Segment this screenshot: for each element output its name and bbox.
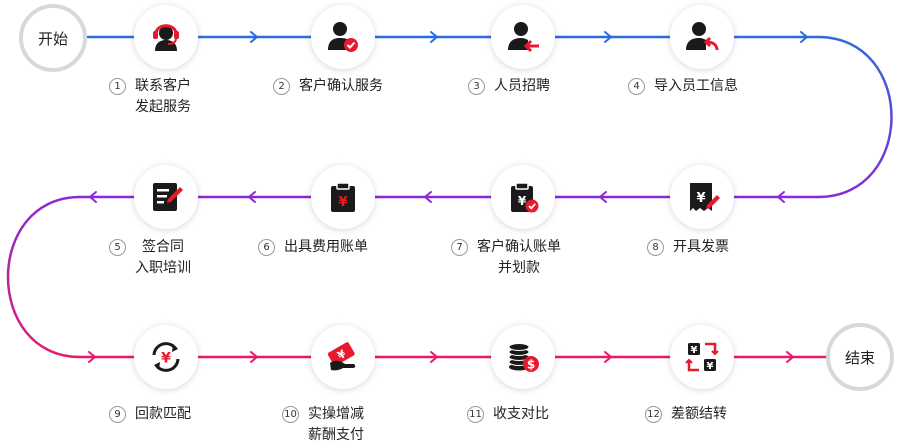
step-10-text-line2: 薪酬支付 xyxy=(308,427,364,443)
step-9-text: 回款匹配 xyxy=(135,406,191,422)
step-9-number: 9 xyxy=(109,406,126,423)
step-1-text-line2: 发起服务 xyxy=(135,99,191,115)
bill-confirm-icon: ¥ xyxy=(511,182,539,213)
step-8-number: 8 xyxy=(647,239,664,256)
step-6-label: 6 出具费用账单 xyxy=(258,237,368,258)
svg-text:¥: ¥ xyxy=(696,191,705,206)
svg-text:$: $ xyxy=(527,358,535,372)
user-check-icon xyxy=(328,22,358,52)
step-12-text: 差额结转 xyxy=(671,406,727,422)
step-9-node: ¥ xyxy=(134,325,198,389)
step-10-text-line1: 实操增减 xyxy=(308,406,364,422)
step-11-node: $ xyxy=(491,325,555,389)
start-label: 开始 xyxy=(37,29,68,48)
step-4-label: 4 导入员工信息 xyxy=(628,76,738,97)
step-7-text-line1: 客户确认账单 xyxy=(477,239,561,255)
step-12-node: ¥ ¥ xyxy=(670,325,734,389)
step-3-text: 人员招聘 xyxy=(494,78,550,94)
svg-text:¥: ¥ xyxy=(691,345,698,356)
step-8-text: 开具发票 xyxy=(673,239,729,255)
coins-dollar-icon: $ xyxy=(508,343,539,372)
step-2-text: 客户确认服务 xyxy=(299,78,383,94)
step-1-text-line1: 联系客户 xyxy=(135,78,191,94)
step-1-label: 1 联系客户发起服务 xyxy=(109,76,191,118)
step-1-number: 1 xyxy=(109,78,126,95)
payment-card-icon: ¥ xyxy=(327,342,356,371)
step-12-number: 12 xyxy=(645,406,662,423)
step-6-number: 6 xyxy=(258,239,275,256)
step-7-number: 7 xyxy=(451,239,468,256)
svg-text:¥: ¥ xyxy=(161,351,171,367)
step-5-label: 5 签合同入职培训 xyxy=(109,237,191,279)
step-11-text: 收支对比 xyxy=(493,406,549,422)
svg-text:¥: ¥ xyxy=(338,195,347,210)
end-label: 结束 xyxy=(844,348,875,367)
step-9-label: 9 回款匹配 xyxy=(109,404,191,425)
step-10-label: 10 实操增减薪酬支付 xyxy=(282,404,364,446)
step-2-number: 2 xyxy=(273,78,290,95)
step-5-number: 5 xyxy=(109,239,126,256)
step-2-node xyxy=(311,5,375,69)
step-5-text-line1: 签合同 xyxy=(142,239,184,255)
step-8-label: 8 开具发票 xyxy=(647,237,729,258)
refund-cycle-icon: ¥ xyxy=(152,342,180,372)
step-7-label: 7 客户确认账单并划款 xyxy=(451,237,561,279)
step-8-node: ¥ xyxy=(670,165,734,229)
step-6-text: 出具费用账单 xyxy=(284,239,368,255)
bill-yen-icon: ¥ xyxy=(331,182,355,212)
step-6-node: ¥ xyxy=(311,165,375,229)
invoice-pen-icon: ¥ xyxy=(690,183,720,211)
step-10-number: 10 xyxy=(282,406,299,423)
step-1-node xyxy=(134,5,198,69)
svg-text:¥: ¥ xyxy=(518,194,527,208)
user-import-icon xyxy=(686,22,719,51)
start-node: 开始 xyxy=(19,4,87,72)
step-4-text: 导入员工信息 xyxy=(654,78,738,94)
step-10-node: ¥ xyxy=(311,325,375,389)
step-7-text-line2: 并划款 xyxy=(498,260,540,276)
contract-sign-icon xyxy=(153,183,183,211)
step-4-number: 4 xyxy=(628,78,645,95)
user-arrow-in-icon xyxy=(508,22,539,53)
step-4-node xyxy=(670,5,734,69)
step-2-label: 2 客户确认服务 xyxy=(273,76,383,97)
step-3-label: 3 人员招聘 xyxy=(468,76,550,97)
step-3-number: 3 xyxy=(468,78,485,95)
step-5-text-line2: 入职培训 xyxy=(135,260,191,276)
step-7-node: ¥ xyxy=(491,165,555,229)
svg-text:¥: ¥ xyxy=(707,361,714,372)
step-5-node xyxy=(134,165,198,229)
exchange-yen-icon: ¥ ¥ xyxy=(685,342,719,372)
step-3-node xyxy=(491,5,555,69)
step-11-number: 11 xyxy=(467,406,484,423)
headset-agent-icon xyxy=(153,24,179,51)
step-11-label: 11 收支对比 xyxy=(467,404,549,425)
step-12-label: 12 差额结转 xyxy=(645,404,727,425)
end-node: 结束 xyxy=(826,323,894,391)
